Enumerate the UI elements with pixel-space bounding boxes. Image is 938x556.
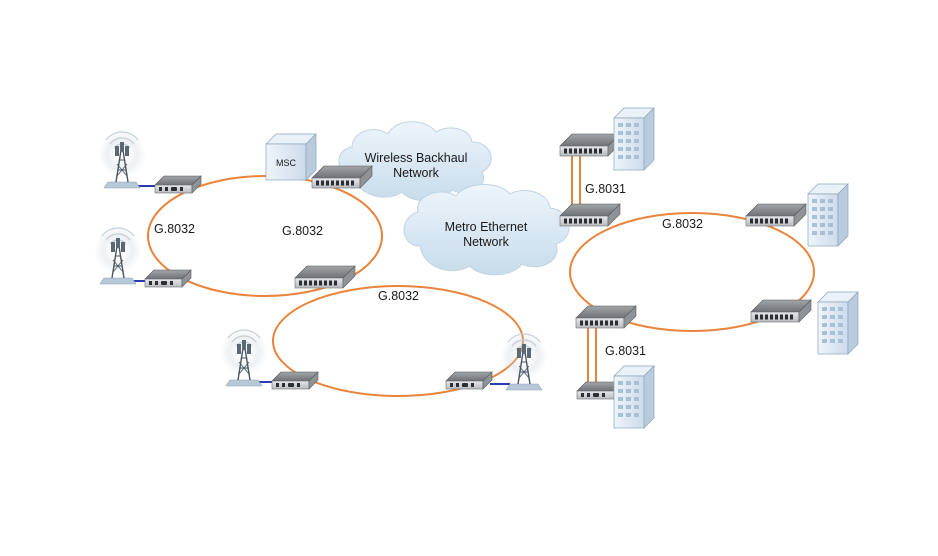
wireless-backhaul-cloud: Wireless Backhaul Network: [338, 121, 492, 202]
building-icon: [807, 183, 849, 247]
switch-icon: [559, 203, 621, 227]
switch-icon: [144, 269, 192, 288]
metro-ethernet-cloud: Metro Ethernet Network: [403, 183, 570, 276]
switch-icon: [311, 165, 373, 189]
msc-building-icon: MSC: [265, 133, 317, 181]
metro-ethernet-line1: Metro Ethernet: [445, 220, 528, 234]
ring-left: [147, 175, 383, 297]
link-label-top: G.8031: [585, 182, 626, 196]
link-label-bottom: G.8031: [605, 344, 646, 358]
msc-label: MSC: [276, 158, 297, 168]
wireless-backhaul-line1: Wireless Backhaul: [365, 151, 468, 165]
cell-tower-icon: [499, 331, 549, 391]
switch-icon: [271, 371, 319, 390]
g8031-bottom-link: [587, 328, 597, 390]
switch-icon: [559, 133, 621, 157]
cell-tower-icon: [93, 225, 143, 285]
switch-icon: [154, 175, 202, 194]
cell-tower-icon: [97, 129, 147, 189]
switch-icon: [575, 305, 637, 329]
building-icon: [613, 365, 655, 429]
metro-ethernet-line2: Network: [463, 235, 510, 249]
switch-icon: [294, 265, 356, 289]
switch-icon: [745, 203, 807, 227]
wireless-backhaul-line2: Network: [393, 166, 440, 180]
building-icon: [613, 107, 655, 171]
ring-label-middle: G.8032: [282, 224, 323, 238]
g8031-top-link: [571, 155, 581, 206]
ring-label-left: G.8032: [154, 222, 195, 236]
switch-icon: [445, 371, 493, 390]
cell-tower-icon: [219, 327, 269, 387]
switch-icon: [750, 299, 812, 323]
building-icon: [817, 291, 859, 355]
ring-label-right: G.8032: [662, 217, 703, 231]
ring-label-bottom: G.8032: [378, 289, 419, 303]
ring-right: [569, 212, 815, 332]
